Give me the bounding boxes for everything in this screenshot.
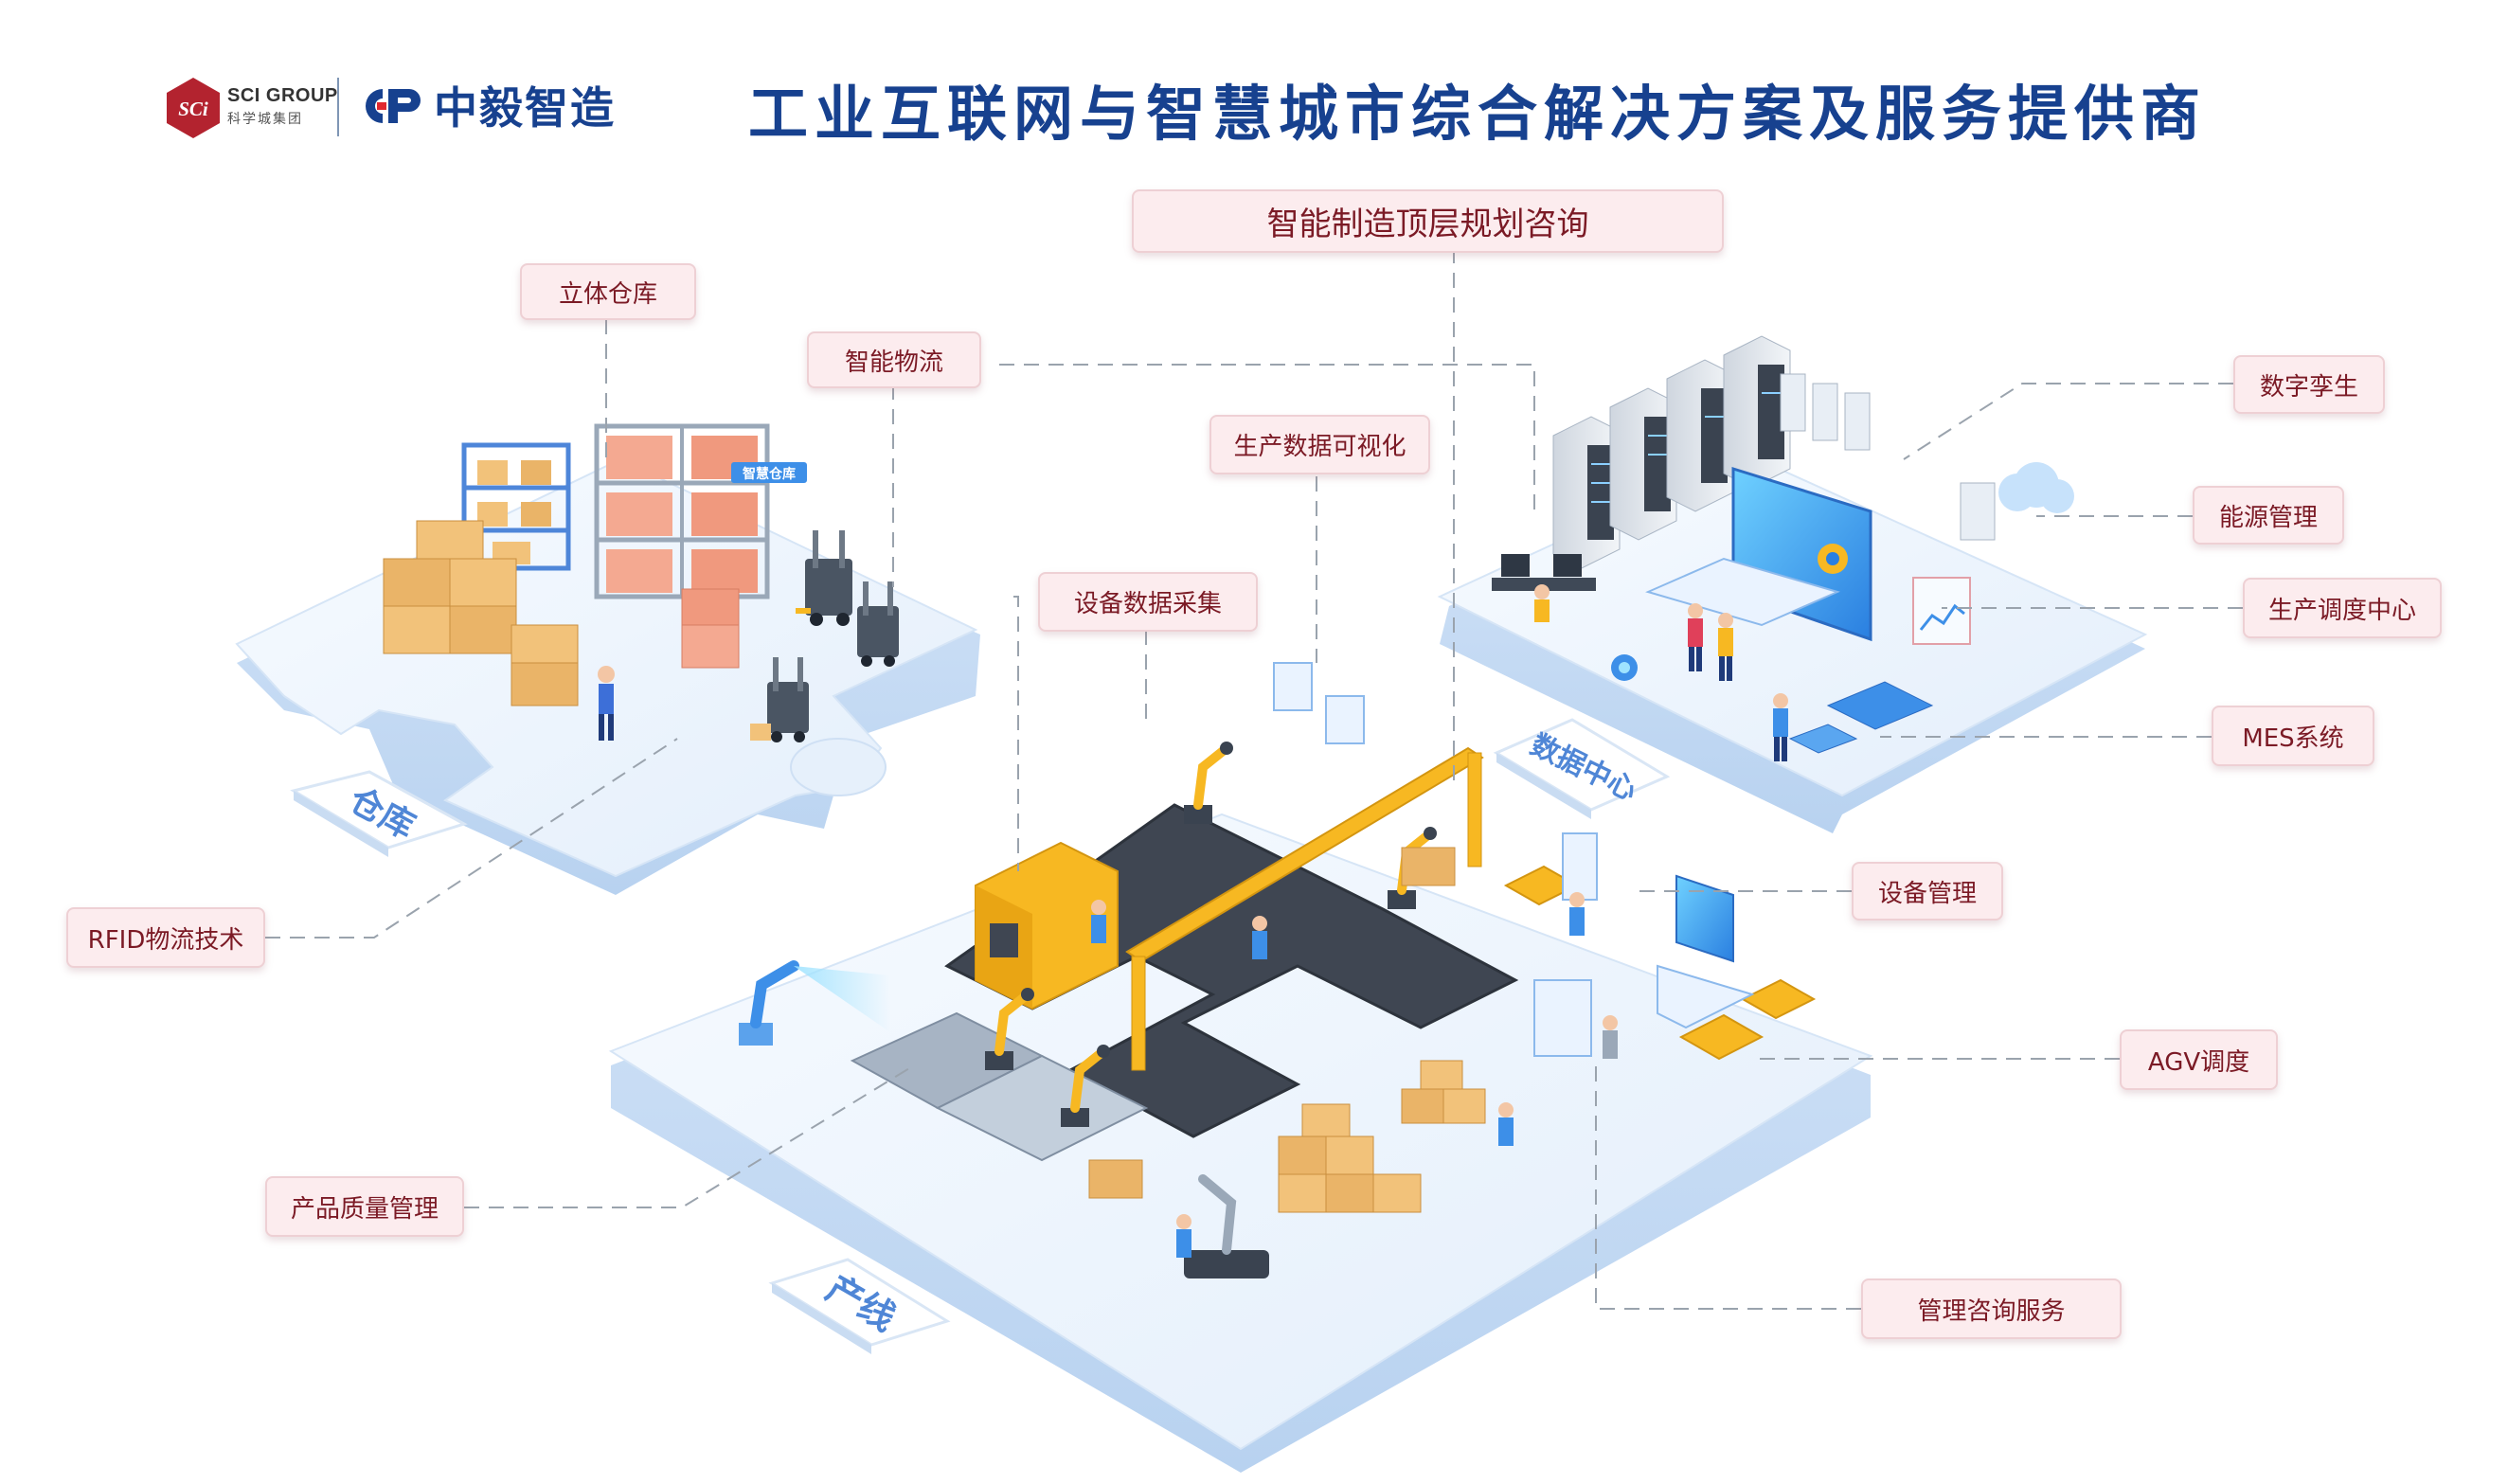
warehouse-zone-board: 仓库 <box>290 770 468 857</box>
page-title: 工业互联网与智慧城市综合解决方案及服务提供商 <box>748 80 2207 149</box>
production-zone-board: 产线 <box>768 1258 951 1354</box>
agv-vehicles <box>1503 865 1817 1061</box>
callout-mes: MES系统 <box>2212 706 2374 766</box>
production-workers <box>1091 900 1514 1258</box>
sci-group-wordmark: SCI GROUP 科学城集团 <box>227 85 338 128</box>
yellow-processing-machine <box>975 841 1119 1010</box>
callout-digital-twin: 数字孪生 <box>2233 355 2385 414</box>
smart-warehouse-sign: 智慧仓库 <box>742 466 796 482</box>
forklifts <box>750 530 899 742</box>
callout-stereo-warehouse: 立体仓库 <box>520 263 696 320</box>
cp-brand-icon <box>365 89 421 123</box>
central-display-screen <box>1645 466 1872 1071</box>
equipment-terminals <box>1273 662 1755 1059</box>
operators <box>1492 554 1788 761</box>
logo-divider <box>337 78 339 136</box>
callout-data-collection: 设备数据采集 <box>1038 572 1258 632</box>
callout-top-consulting: 智能制造顶层规划咨询 <box>1132 189 1724 253</box>
robot-arms <box>739 742 1437 1278</box>
warehouse-worker <box>598 666 615 741</box>
production-boxes <box>1088 847 1486 1213</box>
brand-name: 中毅智造 <box>434 82 616 134</box>
company-name-cn: 科学城集团 <box>227 112 303 127</box>
callout-quality: 产品质量管理 <box>265 1176 464 1237</box>
callout-agv: AGV调度 <box>2120 1029 2278 1090</box>
callout-equipment-mgmt: 设备管理 <box>1852 862 2003 921</box>
callout-consulting-service: 管理咨询服务 <box>1861 1278 2122 1339</box>
yellow-gantry <box>1125 746 1484 1071</box>
cargo-boxes <box>383 520 740 706</box>
company-name-en: SCI GROUP <box>227 85 338 106</box>
sci-group-logo: SCi <box>167 78 220 138</box>
callout-data-visualization: 生产数据可视化 <box>1209 415 1430 474</box>
callout-energy: 能源管理 <box>2193 486 2344 545</box>
data-center-devices <box>1611 462 2074 754</box>
callout-rfid: RFID物流技术 <box>66 907 265 968</box>
header: SCi SCI GROUP 科学城集团 中毅智造 工业互联网与智慧城市综合解决方… <box>0 0 2508 189</box>
sci-logo-letters: SCi <box>178 98 208 120</box>
server-racks <box>1552 335 1871 569</box>
callout-smart-logistics: 智能物流 <box>807 331 981 388</box>
callout-connectors <box>265 248 2243 1310</box>
callout-dispatch-center: 生产调度中心 <box>2243 578 2442 638</box>
